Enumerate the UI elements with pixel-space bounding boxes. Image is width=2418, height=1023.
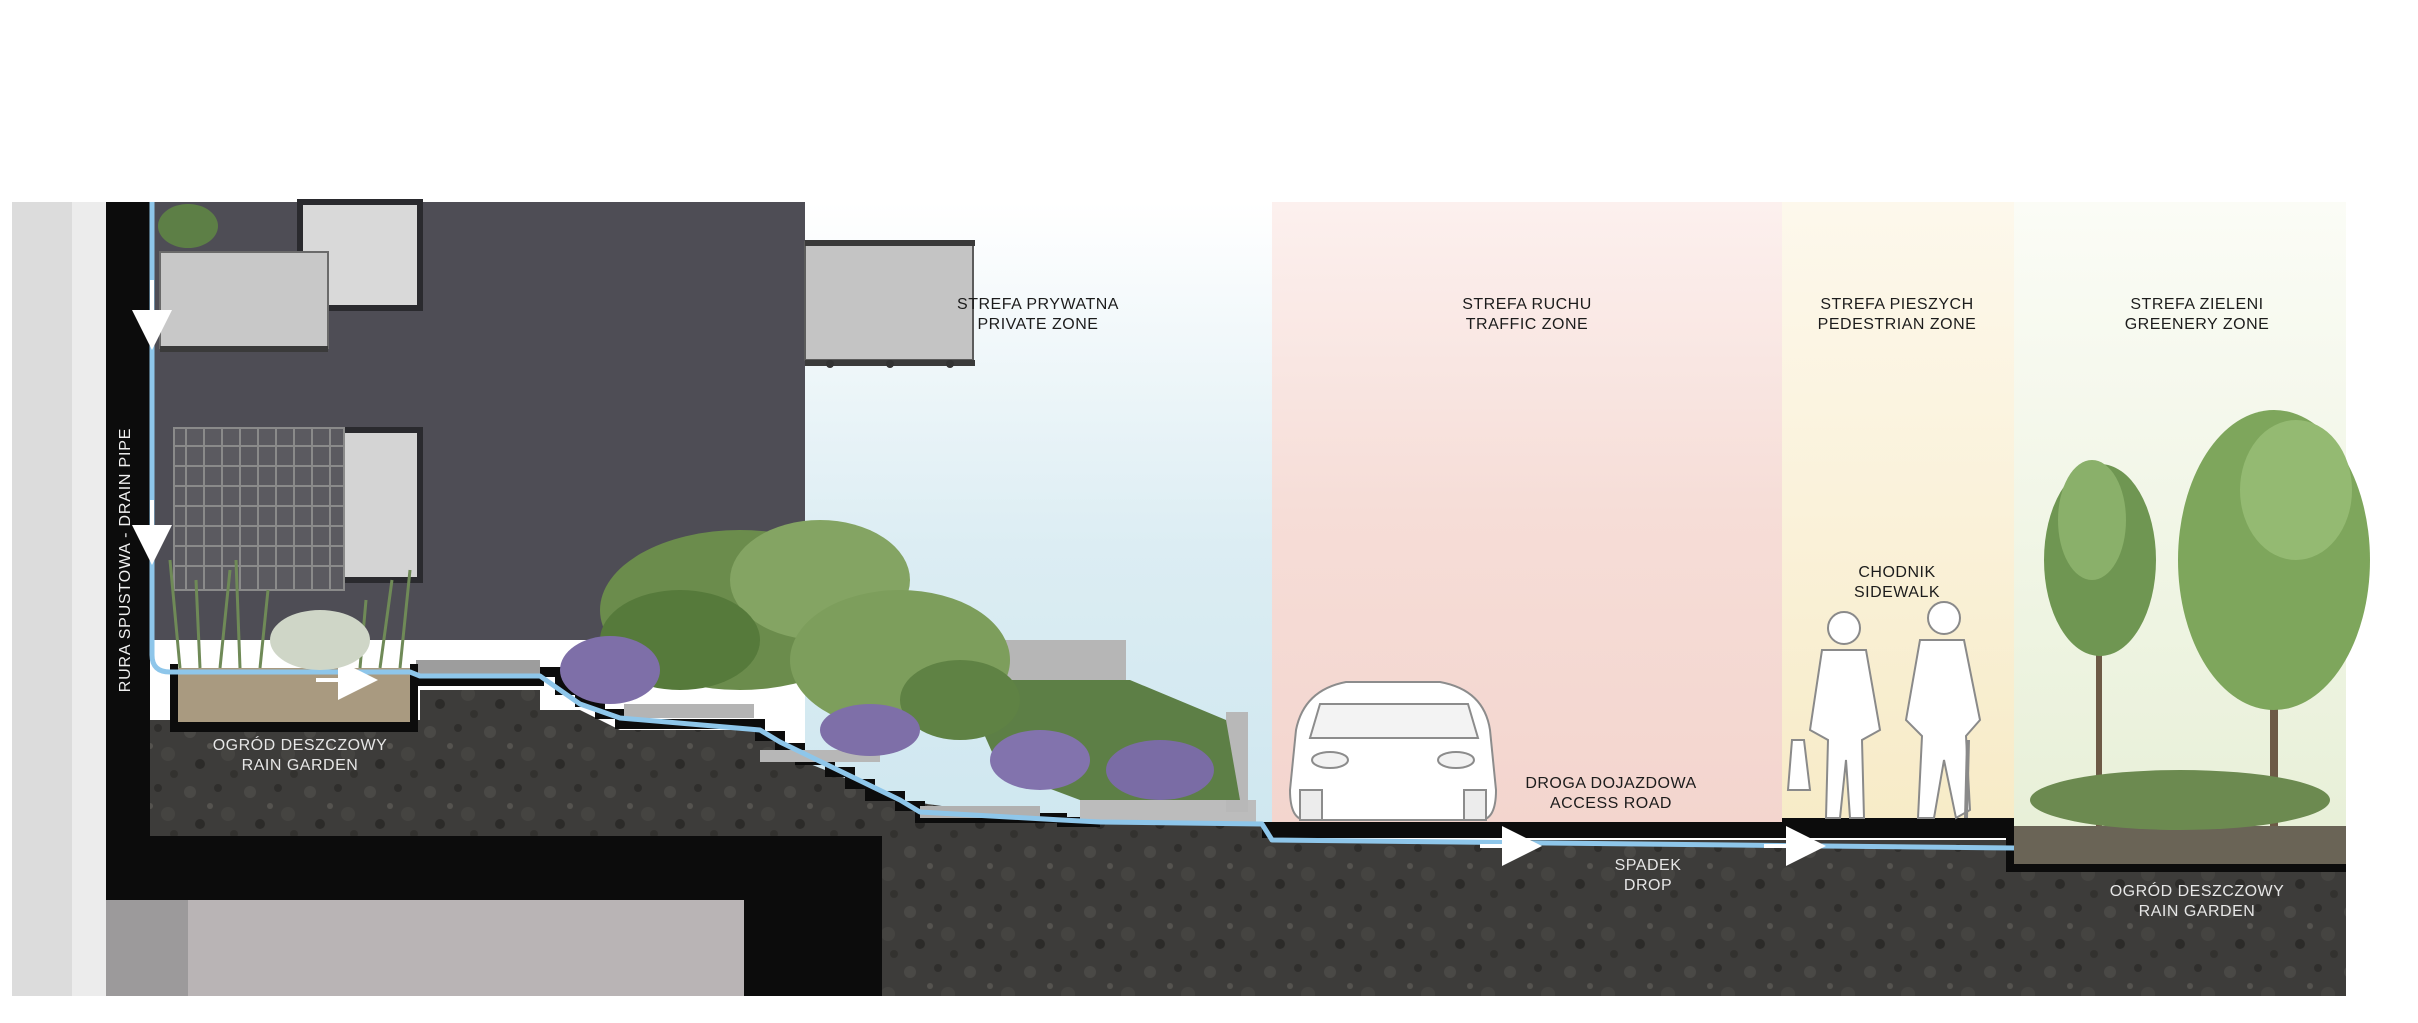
plant-top: [158, 204, 218, 248]
balcony-left: [159, 251, 329, 352]
structure-column: [744, 836, 882, 996]
drop-label: SPADEK DROP: [1615, 856, 1682, 896]
label-line: OGRÓD DESZCZOWY: [2109, 883, 2285, 900]
label-line: DROP: [1623, 877, 1673, 894]
zone-label-traffic: STREFA RUCHU TRAFFIC ZONE: [1462, 295, 1592, 335]
label-line: RAIN GARDEN: [241, 757, 359, 774]
left-wall-inner: [72, 202, 106, 996]
soil-terrace: [150, 690, 1272, 836]
zone-subtitle: TRAFFIC ZONE: [1465, 316, 1589, 333]
label-line: OGRÓD DESZCZOWY: [212, 737, 388, 754]
rain-garden-right-bed: [2014, 826, 2346, 870]
car-illustration: [1288, 681, 1498, 821]
rain-garden-right-label: OGRÓD DESZCZOWY RAIN GARDEN: [2110, 882, 2285, 922]
grasses-rain-garden: [168, 559, 412, 670]
label-line: RAIN GARDEN: [2138, 903, 2256, 920]
sidewalk-surface: [1782, 818, 2014, 838]
pedestrians-illustration: [1786, 601, 1982, 820]
zone-subtitle: PRIVATE ZONE: [977, 316, 1099, 333]
balcony-right: [804, 240, 975, 368]
label-line: CHODNIK: [1858, 564, 1936, 581]
sidewalk-label: CHODNIK SIDEWALK: [1854, 563, 1940, 603]
zone-title: STREFA RUCHU: [1462, 296, 1592, 313]
garage-wall: [106, 900, 188, 996]
left-wall: [12, 202, 72, 996]
label-line: DROGA DOJAZDOWA: [1525, 775, 1697, 792]
zone-subtitle: GREENERY ZONE: [2124, 316, 2270, 333]
access-road-surface: [1262, 822, 1782, 838]
rain-garden-left-label: OGRÓD DESZCZOWY RAIN GARDEN: [213, 736, 388, 776]
zone-label-greenery: STREFA ZIELENI GREENERY ZONE: [2125, 295, 2270, 335]
zone-title: STREFA PRYWATNA: [957, 296, 1119, 313]
grille: [173, 427, 345, 591]
label-line: SIDEWALK: [1853, 584, 1941, 601]
rain-garden-left-bed: [178, 668, 410, 724]
drain-pipe-label: RURA SPUSTOWA - DRAIN PIPE: [117, 427, 134, 693]
label-line: ACCESS ROAD: [1550, 795, 1672, 812]
zone-title: STREFA PIESZYCH: [1820, 296, 1974, 313]
zone-title: STREFA ZIELENI: [2130, 296, 2264, 313]
water-flow-line: [149, 202, 2015, 851]
soil-road: [882, 836, 2346, 996]
zone-subtitle: PEDESTRIAN ZONE: [1817, 316, 1977, 333]
zone-label-private: STREFA PRYWATNA PRIVATE ZONE: [957, 295, 1119, 335]
trees-greenery: [2030, 410, 2370, 830]
zone-label-pedestrian: STREFA PIESZYCH PEDESTRIAN ZONE: [1818, 295, 1977, 335]
label-line: SPADEK: [1614, 857, 1682, 874]
access-road-label: DROGA DOJAZDOWA ACCESS ROAD: [1525, 774, 1696, 814]
shrubs-terrace: [560, 520, 1214, 800]
garage-void: [106, 900, 744, 996]
